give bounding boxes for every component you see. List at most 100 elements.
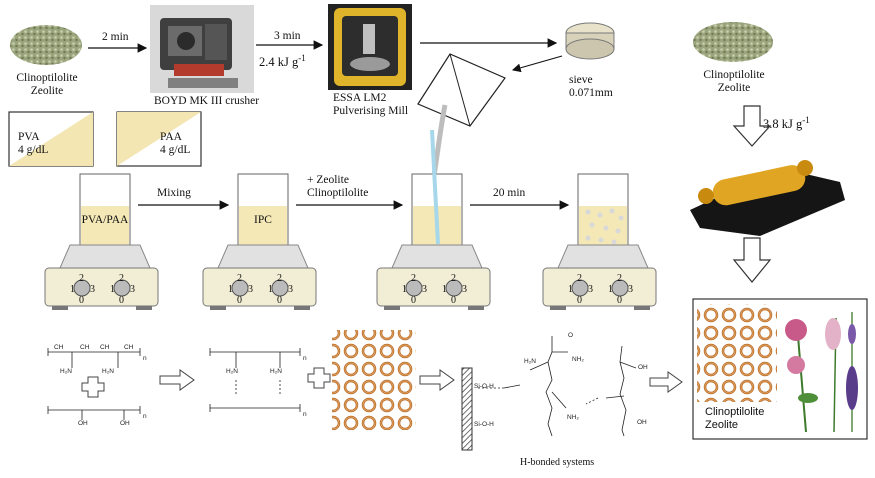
dial-3b-right: 3	[462, 284, 467, 295]
dial-2b-bottom: 0	[277, 295, 282, 306]
mill-label-line2: Pulverising Mill	[333, 105, 409, 117]
zeolite-label-right: Clinoptilolite Zeolite	[694, 69, 774, 95]
hollow-arrow-1-icon	[159, 369, 195, 391]
dial-4b-bottom: 0	[617, 295, 622, 306]
zeolite-pile-right-icon	[693, 22, 773, 62]
dial-1a-bottom: 0	[79, 295, 84, 306]
final-product-box	[692, 298, 868, 440]
paa-solution-card	[116, 111, 202, 167]
down-arrow-2-icon	[732, 237, 772, 283]
zeolite-pile-icon	[10, 25, 82, 65]
surface-sioh-1: Si-O-H	[474, 383, 494, 390]
pva-structure	[47, 406, 141, 420]
dial-3a-top: 2	[411, 273, 416, 284]
dial-4a-left: 1	[568, 284, 573, 295]
paa-name: PAA	[160, 131, 182, 143]
sieve-label: sieve 0.071mm	[569, 74, 613, 100]
dial-1b-left: 1	[110, 284, 115, 295]
ball-mill-energy-exponent: -1	[802, 115, 810, 125]
paa-ch-1: CH	[54, 344, 64, 351]
dial-2a-left: 1	[228, 284, 233, 295]
paa-concentration: 4 g/dL	[160, 144, 191, 156]
ipc-structure	[209, 348, 301, 412]
sieve-return-arrow	[511, 55, 563, 73]
dial-3a-bottom: 0	[411, 295, 416, 306]
final-label-line2: Zeolite	[705, 419, 739, 431]
plus-icon-2	[307, 367, 331, 389]
dial-2a-top: 2	[237, 273, 242, 284]
dial-1a-top: 2	[79, 273, 84, 284]
pva-card-text: PVA 4 g/dL	[18, 131, 48, 157]
beaker2-label: IPC	[254, 214, 272, 226]
paa-amide-n-2: H₂N	[102, 368, 114, 375]
zeolite-right-line2: Zeolite	[717, 82, 751, 94]
ball-mill-energy-value: 3.8 kJ g	[763, 117, 803, 132]
final-product-label: Clinoptilolite Zeolite	[705, 406, 764, 432]
hollow-arrow-3-icon	[649, 371, 683, 393]
pva-solution-card	[8, 111, 94, 167]
hbonded-structure	[478, 336, 637, 437]
paa-amide-n-1: H₂N	[60, 368, 72, 375]
hb-oh-1: OH	[638, 364, 648, 371]
surface-sioh-2: Si-O-H	[474, 421, 494, 428]
ipc-n-top: n	[303, 355, 307, 362]
final-label-line1: Clinoptilolite	[705, 406, 765, 418]
mill-time: 3 min	[274, 30, 301, 42]
sieve-label-line2: 0.071mm	[569, 87, 613, 99]
dial-3a-right: 3	[422, 284, 427, 295]
dial-1b-bottom: 0	[119, 295, 124, 306]
ipc-amide-2: H₂N	[270, 368, 282, 375]
dial-4a-bottom: 0	[577, 295, 582, 306]
dial-2a-bottom: 0	[237, 295, 242, 306]
dial-2b-left: 1	[268, 284, 273, 295]
ipc-amide-1: H₂N	[226, 368, 238, 375]
hbonded-caption: H-bonded systems	[520, 457, 595, 468]
mill-photo	[328, 4, 412, 90]
powder-paper-icon	[417, 53, 506, 241]
hb-amide-nh2-1: NH₂	[572, 356, 584, 363]
stirrer-3	[376, 129, 491, 310]
mill-label: ESSA LM2 Pulverising Mill	[333, 92, 408, 118]
dial-2a-right: 3	[248, 284, 253, 295]
hb-amide-n: H₂N	[524, 358, 536, 365]
hb-oh-2: OH	[637, 419, 647, 426]
down-arrow-1-icon	[732, 105, 772, 147]
hb-amide-nh2-2: NH₂	[567, 414, 579, 421]
ball-mill-photo	[690, 160, 845, 236]
pva-n: n	[143, 413, 147, 420]
add-zeolite-line2: Clinoptilolite	[307, 187, 369, 199]
mill-label-line1: ESSA LM2	[333, 92, 387, 104]
zeolite-label-1: Clinoptilolite Zeolite	[8, 72, 86, 98]
dial-3b-top: 2	[451, 273, 456, 284]
zeolite-surface	[461, 367, 473, 451]
dial-4b-top: 2	[617, 273, 622, 284]
paa-ch-2: CH	[80, 344, 90, 351]
mill-energy-exponent: -1	[298, 53, 306, 63]
mixing-label: Mixing	[157, 187, 191, 199]
hollow-arrow-2-icon	[419, 369, 455, 391]
stir-time-label: 20 min	[493, 187, 526, 199]
ball-mill-energy: 3.8 kJ g-1	[763, 114, 810, 131]
dial-2b-right: 3	[288, 284, 293, 295]
dial-2b-top: 2	[277, 273, 282, 284]
paa-structure	[47, 348, 141, 368]
dial-3b-left: 1	[442, 284, 447, 295]
add-zeolite-label: + Zeolite Clinoptilolite	[307, 174, 368, 200]
zeolite-name-line1: Clinoptilolite	[16, 72, 78, 84]
paa-n: n	[143, 355, 147, 362]
dial-4a-top: 2	[577, 273, 582, 284]
paa-ch-4: CH	[124, 344, 134, 351]
dial-4a-right: 3	[588, 284, 593, 295]
add-zeolite-line1: + Zeolite	[307, 174, 349, 186]
dial-1a-right: 3	[90, 284, 95, 295]
pva-name: PVA	[18, 131, 40, 143]
pva-concentration: 4 g/dL	[18, 144, 49, 156]
dial-3a-left: 1	[402, 284, 407, 295]
dial-1b-right: 3	[130, 284, 135, 295]
dial-1a-left: 1	[70, 284, 75, 295]
sieve-icon	[565, 22, 615, 60]
dial-1b-top: 2	[119, 273, 124, 284]
zeolite-right-line1: Clinoptilolite	[703, 69, 765, 81]
paa-card-text: PAA 4 g/dL	[160, 131, 190, 157]
